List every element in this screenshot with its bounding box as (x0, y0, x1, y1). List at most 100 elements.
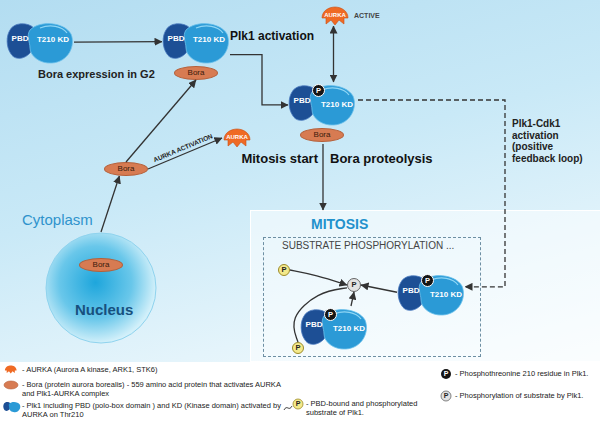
substrate-box: SUBSTRATE PHOSPHORYLATION ...PBDT210 KDP… (263, 237, 481, 357)
edge-label: Plk1-Cdk1 activation (positive feedback … (512, 118, 596, 164)
phosphothreonine-circle: P (421, 274, 434, 287)
plk1-protein: PBDT210 KD Bora (162, 20, 230, 82)
connector-arrow (230, 55, 288, 105)
node-text: Nucleus (75, 302, 133, 318)
bora-protein: Bora (79, 258, 123, 272)
node-text: PBD (7, 35, 33, 43)
aurka-kinase: AURKA (222, 128, 252, 148)
phospho-letter: P (441, 392, 451, 399)
text-holder: P (316, 87, 321, 95)
text-holder: PBD (289, 97, 315, 105)
node-text: AURKA (222, 134, 252, 140)
nucleus-outline (46, 233, 156, 343)
kd-highlight (196, 26, 223, 33)
aurka-icon (5, 365, 17, 373)
connector-arrow (322, 144, 323, 210)
text-holder: PBD (301, 321, 327, 329)
node-text: T210 KD (33, 36, 73, 44)
kd-lobe (9, 402, 21, 412)
nucleus-circle: Nucleus Bora (45, 232, 157, 344)
node-text: PBD (398, 287, 424, 295)
aurka-shape (5, 365, 17, 373)
label-holder: P (441, 392, 451, 399)
yellow-phospho-icon (293, 399, 303, 409)
label-holder: P (293, 400, 303, 407)
text-holder: Bora (314, 131, 331, 139)
node-text: P (351, 281, 356, 289)
plk1-icon (3, 402, 20, 412)
text-holder: Cytoplasm (22, 212, 93, 228)
plk1-protein: PBD T210 KD P Bora (288, 82, 358, 144)
kd-highlight (431, 278, 458, 285)
text-holder: T210 KD (319, 101, 355, 109)
pbd-bound-phospho-circle: P (278, 264, 290, 276)
bora-icon (4, 381, 18, 389)
phosphothreonine-circle: P (312, 84, 325, 97)
legend-text: - Phosphorylation of substrate by Plk1. (455, 391, 595, 400)
edge-label-holder: Bora expression in G2 (38, 68, 155, 81)
connector-arrow (101, 176, 119, 232)
legend-text: - Bora (protein aurora borealis) - 559 a… (22, 380, 292, 398)
node-text: PBD (163, 35, 189, 43)
step-label: Mitosis start (226, 152, 318, 166)
kd-lobe (184, 24, 228, 63)
connector-arrow (351, 292, 354, 306)
plk1-protein: PBDT210 KD (6, 20, 74, 65)
pbd-bound-phospho-circle: P (292, 342, 304, 354)
node-text: Bora (93, 261, 110, 269)
text-holder: P (281, 266, 286, 274)
edge-label: Bora expression in G2 (38, 68, 155, 81)
kd-highlight (334, 312, 361, 319)
text-holder: P (425, 277, 430, 285)
label-holder: Mitosis start (226, 152, 318, 166)
legend-item: - AURKA (Aurora A kinase, ARK1, STK6) (22, 365, 292, 374)
text-holder: PBD (7, 35, 33, 43)
kd-lobe (28, 24, 72, 63)
phospho-letter: P (441, 370, 451, 377)
text-holder: T210 KD (428, 291, 464, 299)
node-text: AURKA (320, 12, 350, 18)
connector-arrow (358, 100, 505, 287)
text-holder: P (328, 311, 333, 319)
label-holder: Plk1 activation (230, 30, 314, 43)
text-holder: Nucleus (75, 302, 133, 318)
connector-arrow (290, 270, 347, 285)
node-text: ACTIVE (354, 12, 380, 19)
bora-protein: Bora (300, 128, 344, 142)
text-holder: Bora (188, 69, 205, 77)
node-text: P (281, 266, 286, 274)
legend-item: - PBD-bound and phosphorylated substrate… (306, 399, 431, 417)
connector-arrow (361, 285, 397, 292)
text-holder: MITOSIS (311, 217, 368, 232)
bora-protein: Bora (104, 162, 148, 176)
label-holder: P (441, 370, 451, 377)
text-holder: T210 KD (189, 36, 229, 44)
text-holder: SUBSTRATE PHOSPHORYLATION ... (282, 241, 454, 252)
text-holder: Bora (93, 261, 110, 269)
node-text: Cytoplasm (22, 212, 93, 228)
substrate-phospho-circle: P (347, 278, 361, 292)
text-holder: P (295, 344, 300, 352)
node-text: P (425, 277, 430, 285)
legend-text: - Phosphothreonine 210 residue in Plk1. (455, 369, 595, 378)
grey-phospho-icon (441, 391, 451, 401)
label-holder: Bora proteolysis (330, 152, 433, 166)
plk1-protein: PBD T210 KD P (397, 272, 465, 317)
kd-lobe (310, 86, 354, 125)
text-holder: AURKA (222, 134, 252, 140)
legend-item: - Bora (protein aurora borealis) - 559 a… (22, 380, 292, 398)
node-text: MITOSIS (311, 217, 368, 232)
node-text: T210 KD (428, 291, 464, 299)
kd-highlight (322, 88, 349, 95)
text-holder: T210 KD (331, 325, 367, 333)
text-holder: ACTIVE (354, 12, 380, 19)
text-holder: P (351, 281, 356, 289)
legend-item: - Phosphorylation of substrate by Plk1. (455, 391, 595, 400)
text-holder: Bora (118, 165, 135, 173)
plk1-protein: PBD T210 KD P (300, 306, 368, 351)
node-text: Bora (118, 165, 135, 173)
node-text: T210 KD (189, 36, 229, 44)
node-text: PBD (289, 97, 315, 105)
node-text: P (295, 344, 300, 352)
